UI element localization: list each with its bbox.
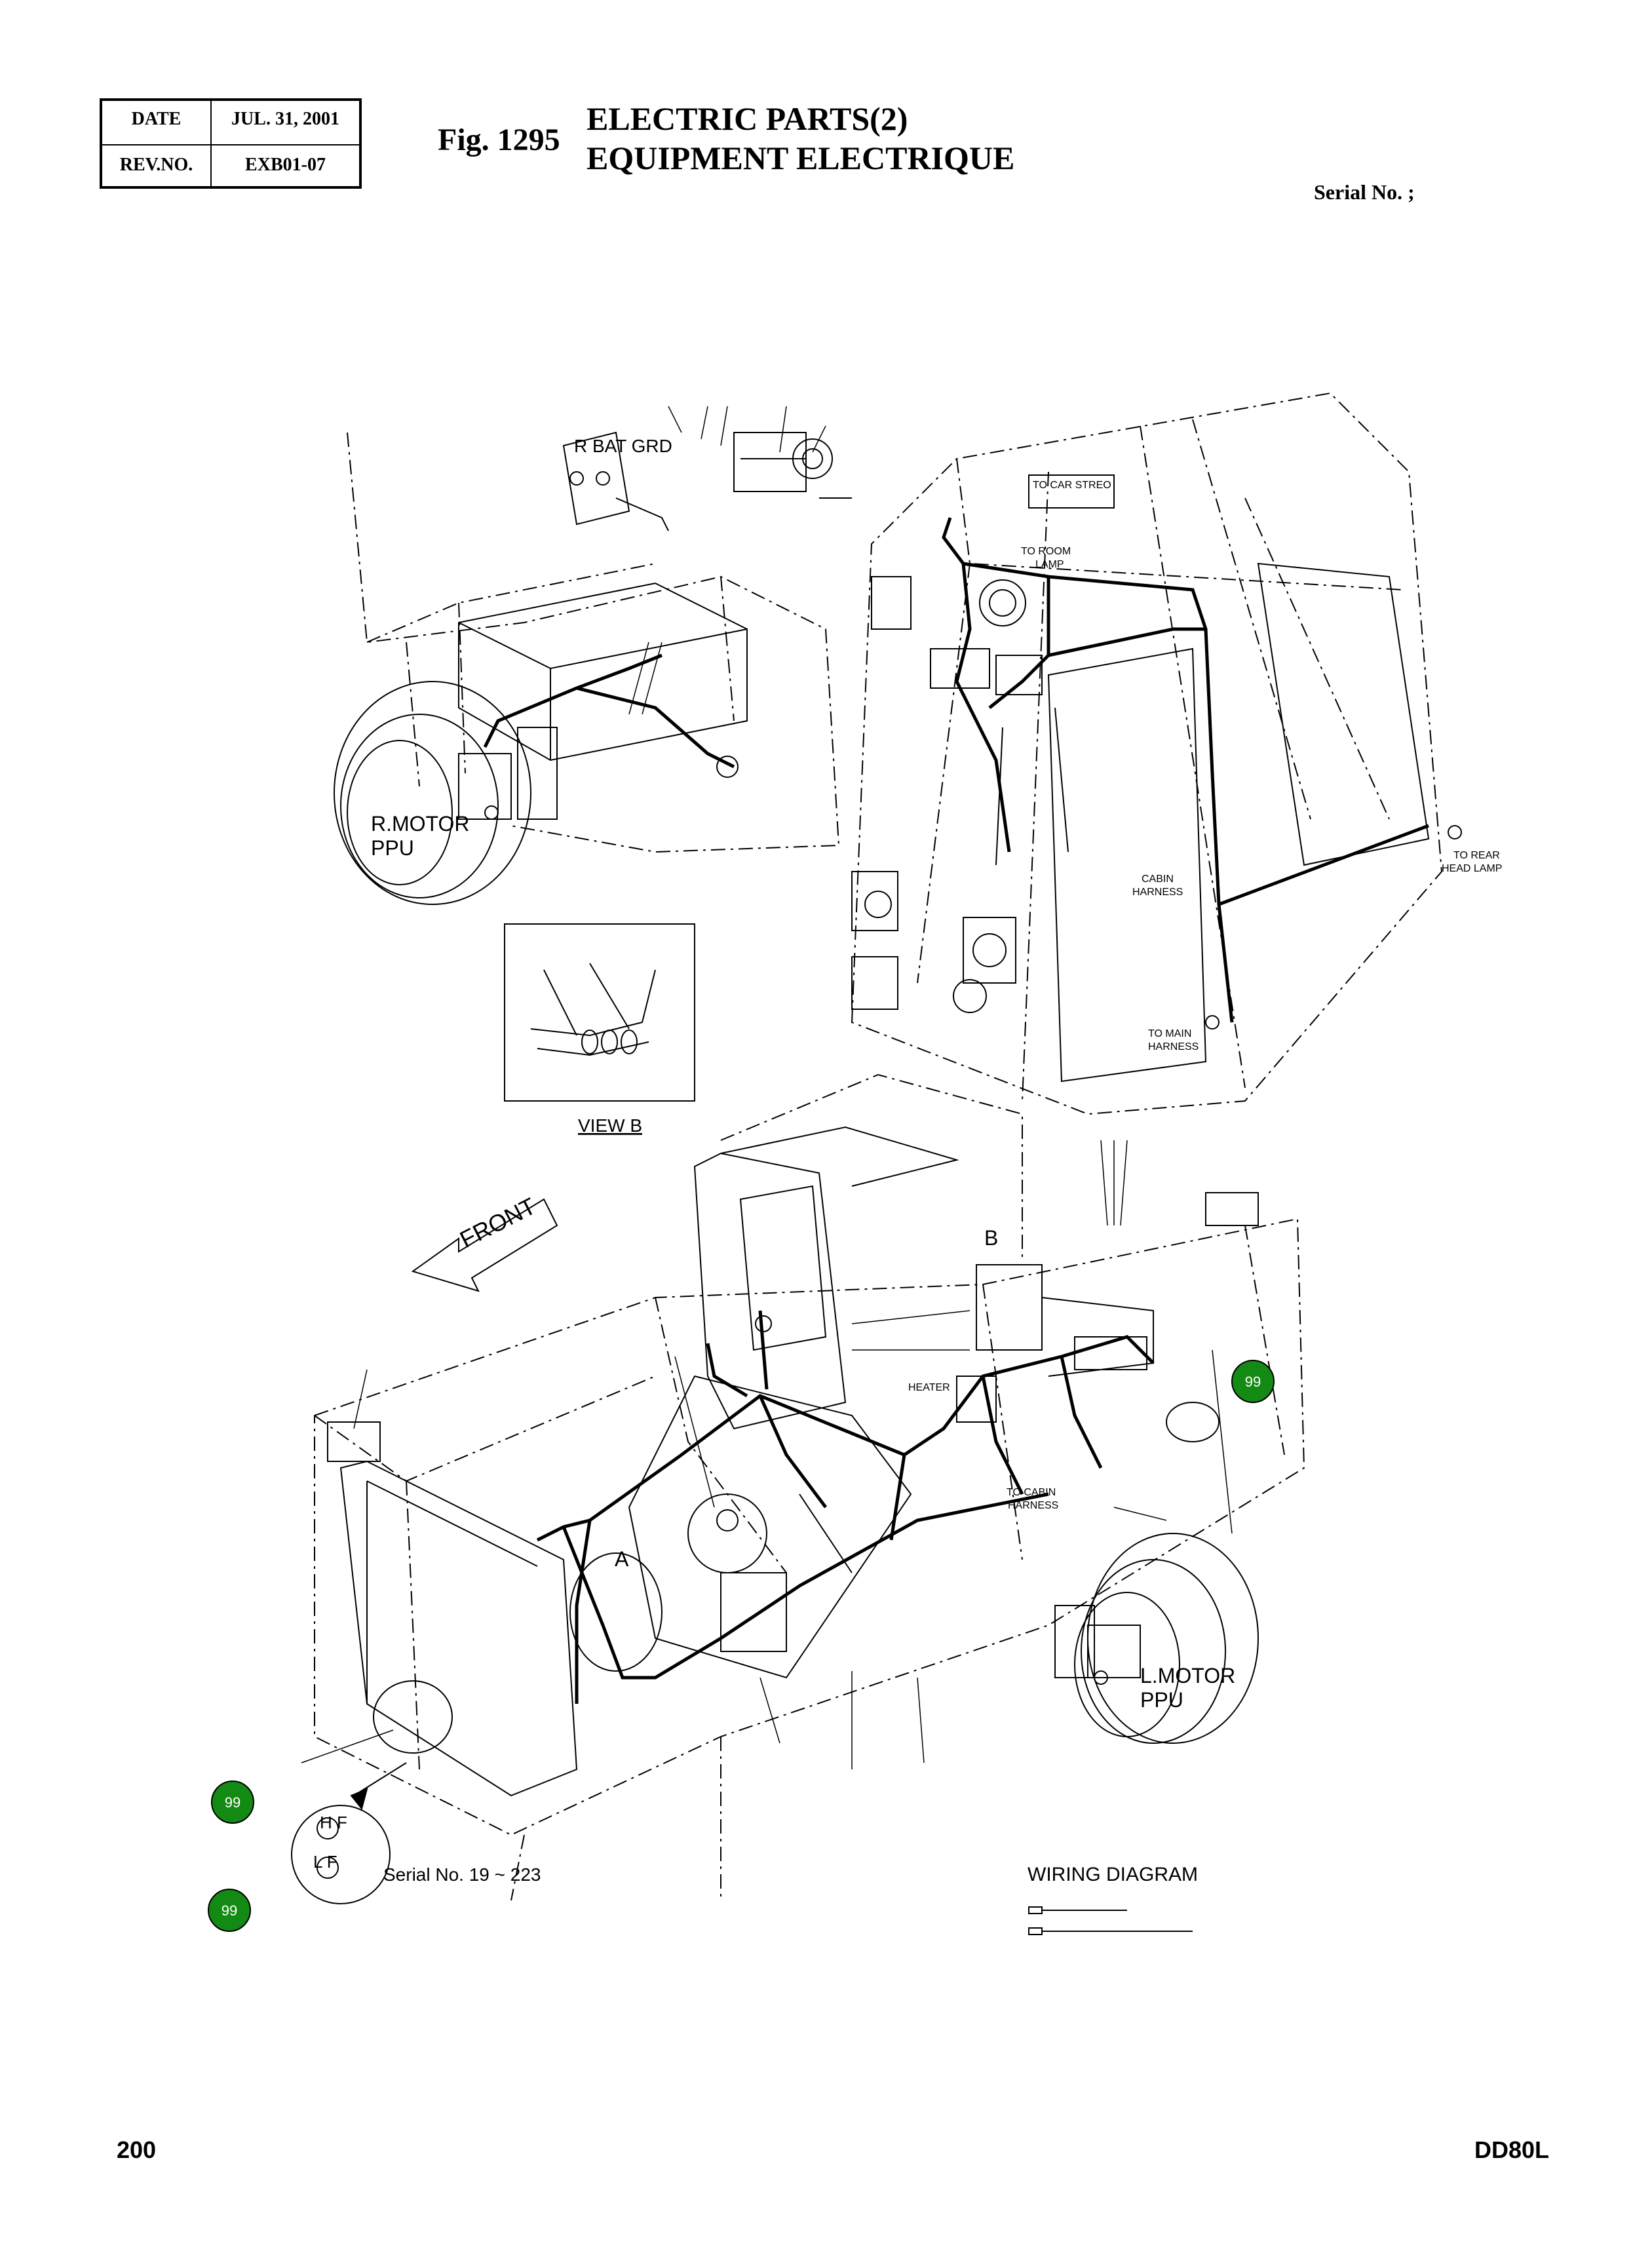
alternator-assembly bbox=[562, 431, 852, 531]
main-harness bbox=[536, 1310, 1155, 1704]
label-cabin-harness-2: HARNESS bbox=[1132, 887, 1183, 898]
label-lf: L F bbox=[313, 1852, 337, 1872]
connector-markers bbox=[716, 756, 772, 1531]
date-label: DATE bbox=[131, 109, 182, 129]
engine-hood bbox=[693, 1126, 959, 1430]
label-to-room-lamp-1: TO ROOM bbox=[1021, 546, 1071, 557]
leader-lines bbox=[301, 406, 1233, 1769]
label-b-marker: B bbox=[984, 1226, 998, 1250]
front-arrow bbox=[411, 1198, 558, 1292]
view-b-inset bbox=[504, 923, 695, 1102]
label-to-car-stereo: TO CAR STREO bbox=[1033, 480, 1111, 491]
cabin-window-frame bbox=[1047, 562, 1430, 1083]
label-heater: HEATER bbox=[908, 1382, 950, 1393]
callout-label-2: 99 bbox=[225, 1794, 240, 1811]
callout-circle-2 bbox=[211, 1781, 254, 1824]
callout-circle-1 bbox=[1231, 1360, 1275, 1403]
callout-label-3: 99 bbox=[221, 1902, 237, 1919]
cabin-outline bbox=[851, 392, 1443, 1115]
cable-ties bbox=[1028, 1906, 1193, 1935]
upper-box-outline bbox=[458, 582, 748, 761]
label-l-motor: L.MOTOR bbox=[1140, 1664, 1235, 1687]
l-motor-ppu bbox=[1054, 1533, 1259, 1744]
figure-number: Fig. 1295 bbox=[438, 123, 560, 157]
control-box bbox=[956, 1264, 1220, 1442]
label-hf: H F bbox=[320, 1813, 347, 1832]
rev-value: EXB01-07 bbox=[245, 155, 326, 175]
label-r-bat-grd: R BAT GRD bbox=[574, 436, 672, 456]
label-to-rear-head-lamp-2: HEAD LAMP bbox=[1442, 863, 1502, 874]
title-french: EQUIPMENT ELECTRIQUE bbox=[586, 140, 1015, 176]
hf-lf-lamps bbox=[291, 1680, 453, 1904]
cabin-components bbox=[851, 474, 1462, 1030]
label-to-cabin-harness-2: HARNESS bbox=[1008, 1500, 1058, 1511]
upper-frame-outline bbox=[347, 432, 840, 853]
label-serial-range: Serial No. 19 ~ 223 bbox=[383, 1864, 541, 1885]
title-english: ELECTRIC PARTS(2) bbox=[586, 100, 908, 137]
model-name: DD80L bbox=[1474, 2136, 1550, 2163]
label-to-main-harness-1: TO MAIN bbox=[1148, 1028, 1191, 1039]
label-to-main-harness-2: HARNESS bbox=[1148, 1041, 1199, 1052]
label-r-ppu: PPU bbox=[371, 836, 414, 860]
label-to-rear-head-lamp-1: TO REAR bbox=[1453, 850, 1500, 861]
cabin-harness bbox=[942, 517, 1429, 1023]
page-number: 200 bbox=[117, 2136, 157, 2163]
callout-group: 99 99 99 bbox=[208, 1360, 1275, 1932]
label-view-b: VIEW B bbox=[578, 1115, 642, 1136]
label-wiring-diagram: WIRING DIAGRAM bbox=[1028, 1864, 1198, 1885]
header-info-box: DATE JUL. 31, 2001 REV.NO. EXB01-07 bbox=[100, 98, 362, 189]
serial-number-label: Serial No. ; bbox=[1314, 180, 1415, 204]
header-divider-horizontal bbox=[102, 144, 359, 145]
date-value: JUL. 31, 2001 bbox=[231, 109, 339, 129]
radiator bbox=[327, 1192, 1259, 1797]
label-cabin-harness-1: CABIN bbox=[1142, 874, 1174, 885]
engine-block bbox=[569, 1375, 912, 1679]
header-divider-vertical bbox=[210, 101, 212, 186]
r-motor-ppu bbox=[334, 681, 558, 905]
rev-label: REV.NO. bbox=[119, 155, 193, 175]
label-r-motor: R.MOTOR bbox=[371, 812, 470, 836]
label-to-cabin-harness-1: TO CABIN bbox=[1007, 1487, 1056, 1498]
label-a-marker: A bbox=[615, 1547, 629, 1571]
label-l-ppu: PPU bbox=[1140, 1688, 1183, 1712]
label-to-room-lamp-2: LAMP bbox=[1035, 559, 1064, 570]
upper-harness bbox=[483, 653, 735, 769]
callout-circle-3 bbox=[208, 1889, 251, 1932]
callout-label-1: 99 bbox=[1245, 1374, 1261, 1390]
